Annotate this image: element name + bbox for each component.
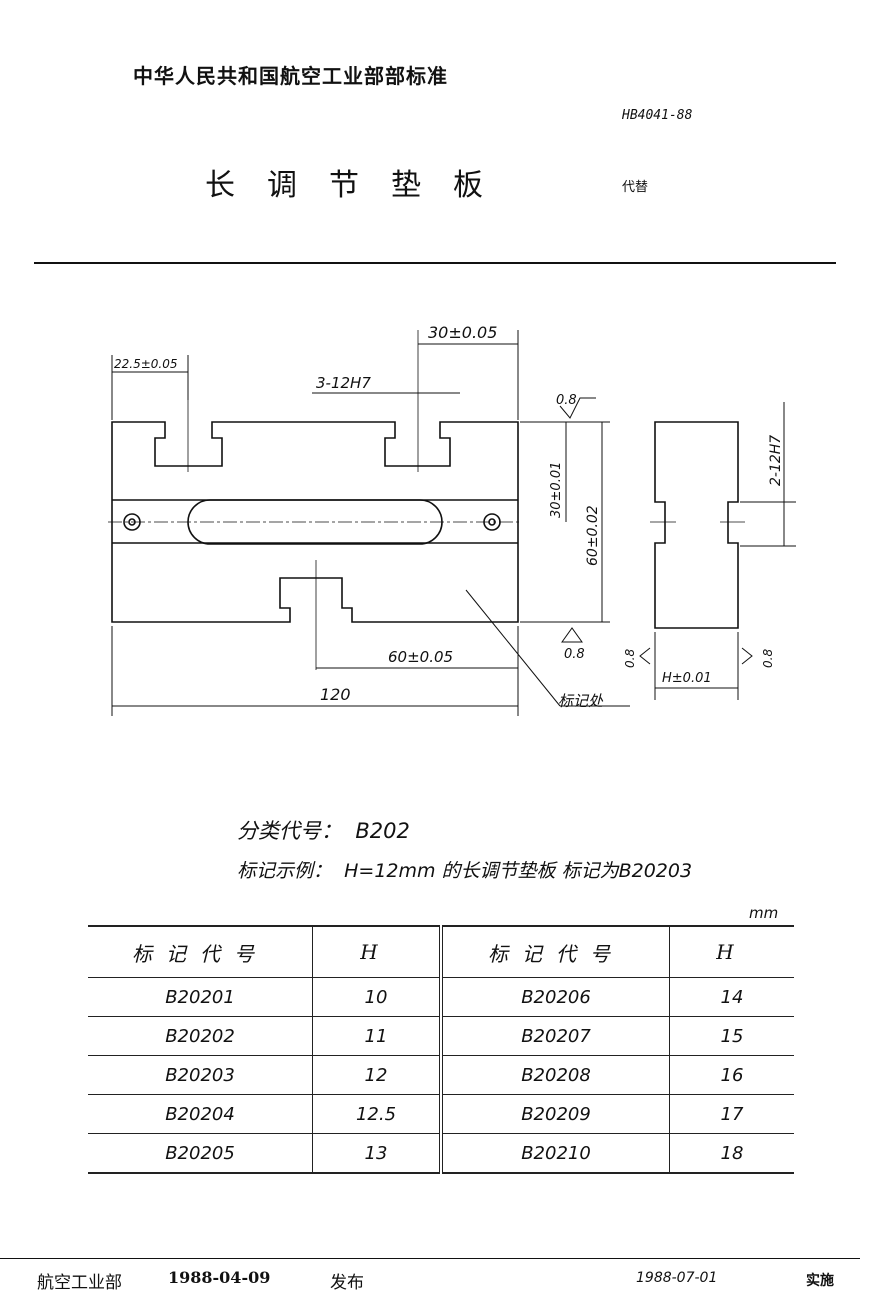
dim-30-05: 30±0.05 bbox=[428, 323, 497, 342]
dim-side-holes: 2-12H7 bbox=[768, 435, 784, 486]
marking-example-label: 标记示例 bbox=[237, 860, 314, 882]
table-row: B20203 12 B20208 16 bbox=[88, 1055, 794, 1095]
publish-label: 发布 bbox=[330, 1273, 364, 1293]
cell-code: B20205 bbox=[88, 1133, 313, 1174]
cell-h: 10 bbox=[312, 977, 443, 1017]
header-h-left: H bbox=[312, 925, 443, 978]
table-header-row: 标记代号 H 标记代号 H bbox=[88, 925, 794, 978]
dim-60-05: 60±0.05 bbox=[388, 648, 453, 666]
left-pin-hole bbox=[123, 513, 141, 531]
table-unit: mm bbox=[749, 904, 779, 922]
cell-h: 12 bbox=[312, 1055, 443, 1095]
dim-30-01: 30±0.01 bbox=[549, 462, 564, 518]
header-mark-code-left: 标记代号 bbox=[88, 925, 313, 978]
table-row: B20202 11 B20207 15 bbox=[88, 1016, 794, 1056]
cell-h: 11 bbox=[312, 1016, 443, 1056]
classification-line: 分类代号： B202 bbox=[237, 819, 410, 843]
classification-label: 分类代号 bbox=[237, 819, 321, 843]
cell-code: B20201 bbox=[88, 977, 313, 1017]
dim-h: H±0.01 bbox=[662, 671, 712, 686]
organization-standard: 中华人民共和国航空工业部部标准 bbox=[133, 64, 448, 88]
technical-drawing: 22.5±0.05 30±0.05 3-12H7 0.8 0.8 60±0.05… bbox=[108, 323, 796, 716]
dim-120: 120 bbox=[320, 685, 351, 704]
header-rule bbox=[34, 262, 836, 264]
table-row: B20204 12.5 B20209 17 bbox=[88, 1094, 794, 1134]
cell-code: B20204 bbox=[88, 1094, 313, 1134]
page-title: 长调节垫板 bbox=[205, 168, 515, 203]
dim-holes: 3-12H7 bbox=[316, 374, 371, 392]
cell-h: 17 bbox=[669, 1094, 794, 1134]
cell-code: B20206 bbox=[441, 977, 670, 1017]
cell-h: 18 bbox=[669, 1133, 794, 1174]
plate-outline bbox=[111, 421, 519, 623]
rough-side-left: 0.8 bbox=[623, 649, 637, 668]
footer-rule bbox=[0, 1258, 860, 1259]
publish-date: 1988-04-09 bbox=[168, 1268, 271, 1287]
cell-code: B20208 bbox=[441, 1055, 670, 1095]
rough-side-right: 0.8 bbox=[761, 649, 775, 668]
cell-h: 12.5 bbox=[312, 1094, 443, 1134]
table-row: B20205 13 B20210 18 bbox=[88, 1133, 794, 1174]
right-pin-hole bbox=[483, 513, 501, 531]
rough-top: 0.8 bbox=[556, 393, 577, 408]
cell-h: 16 bbox=[669, 1055, 794, 1095]
cell-code: B20207 bbox=[441, 1016, 670, 1056]
cell-code: B20210 bbox=[441, 1133, 670, 1174]
header-mark-code-right: 标记代号 bbox=[441, 925, 670, 978]
dim-22-5: 22.5±0.05 bbox=[114, 357, 178, 371]
cell-code: B20209 bbox=[441, 1094, 670, 1134]
standard-number: HB4041-88 bbox=[622, 108, 693, 123]
long-slot bbox=[187, 499, 443, 545]
issuer: 航空工业部 bbox=[37, 1273, 122, 1293]
cell-h: 13 bbox=[312, 1133, 443, 1174]
implement-date: 1988-07-01 bbox=[636, 1270, 718, 1286]
cell-code: B20203 bbox=[88, 1055, 313, 1095]
marking-table: 标记代号 H 标记代号 H B20201 10 B20206 14 B20202… bbox=[88, 925, 794, 1174]
mark-location-label: 标记处 bbox=[558, 692, 604, 710]
replaces-label: 代替 bbox=[622, 180, 649, 195]
classification-code: B202 bbox=[355, 819, 410, 843]
side-view-outline bbox=[654, 421, 739, 629]
rough-bottom: 0.8 bbox=[564, 647, 585, 662]
marking-example-line: 标记示例： H=12mm 的长调节垫板 标记为B20203 bbox=[237, 860, 693, 882]
header-h-right: H bbox=[669, 925, 794, 978]
cell-h: 14 bbox=[669, 977, 794, 1017]
implement-label: 实施 bbox=[806, 1273, 834, 1289]
cell-h: 15 bbox=[669, 1016, 794, 1056]
marking-example-text: H=12mm 的长调节垫板 标记为B20203 bbox=[344, 860, 693, 882]
cell-code: B20202 bbox=[88, 1016, 313, 1056]
dim-60-02: 60±0.02 bbox=[585, 505, 601, 566]
table-row: B20201 10 B20206 14 bbox=[88, 977, 794, 1017]
